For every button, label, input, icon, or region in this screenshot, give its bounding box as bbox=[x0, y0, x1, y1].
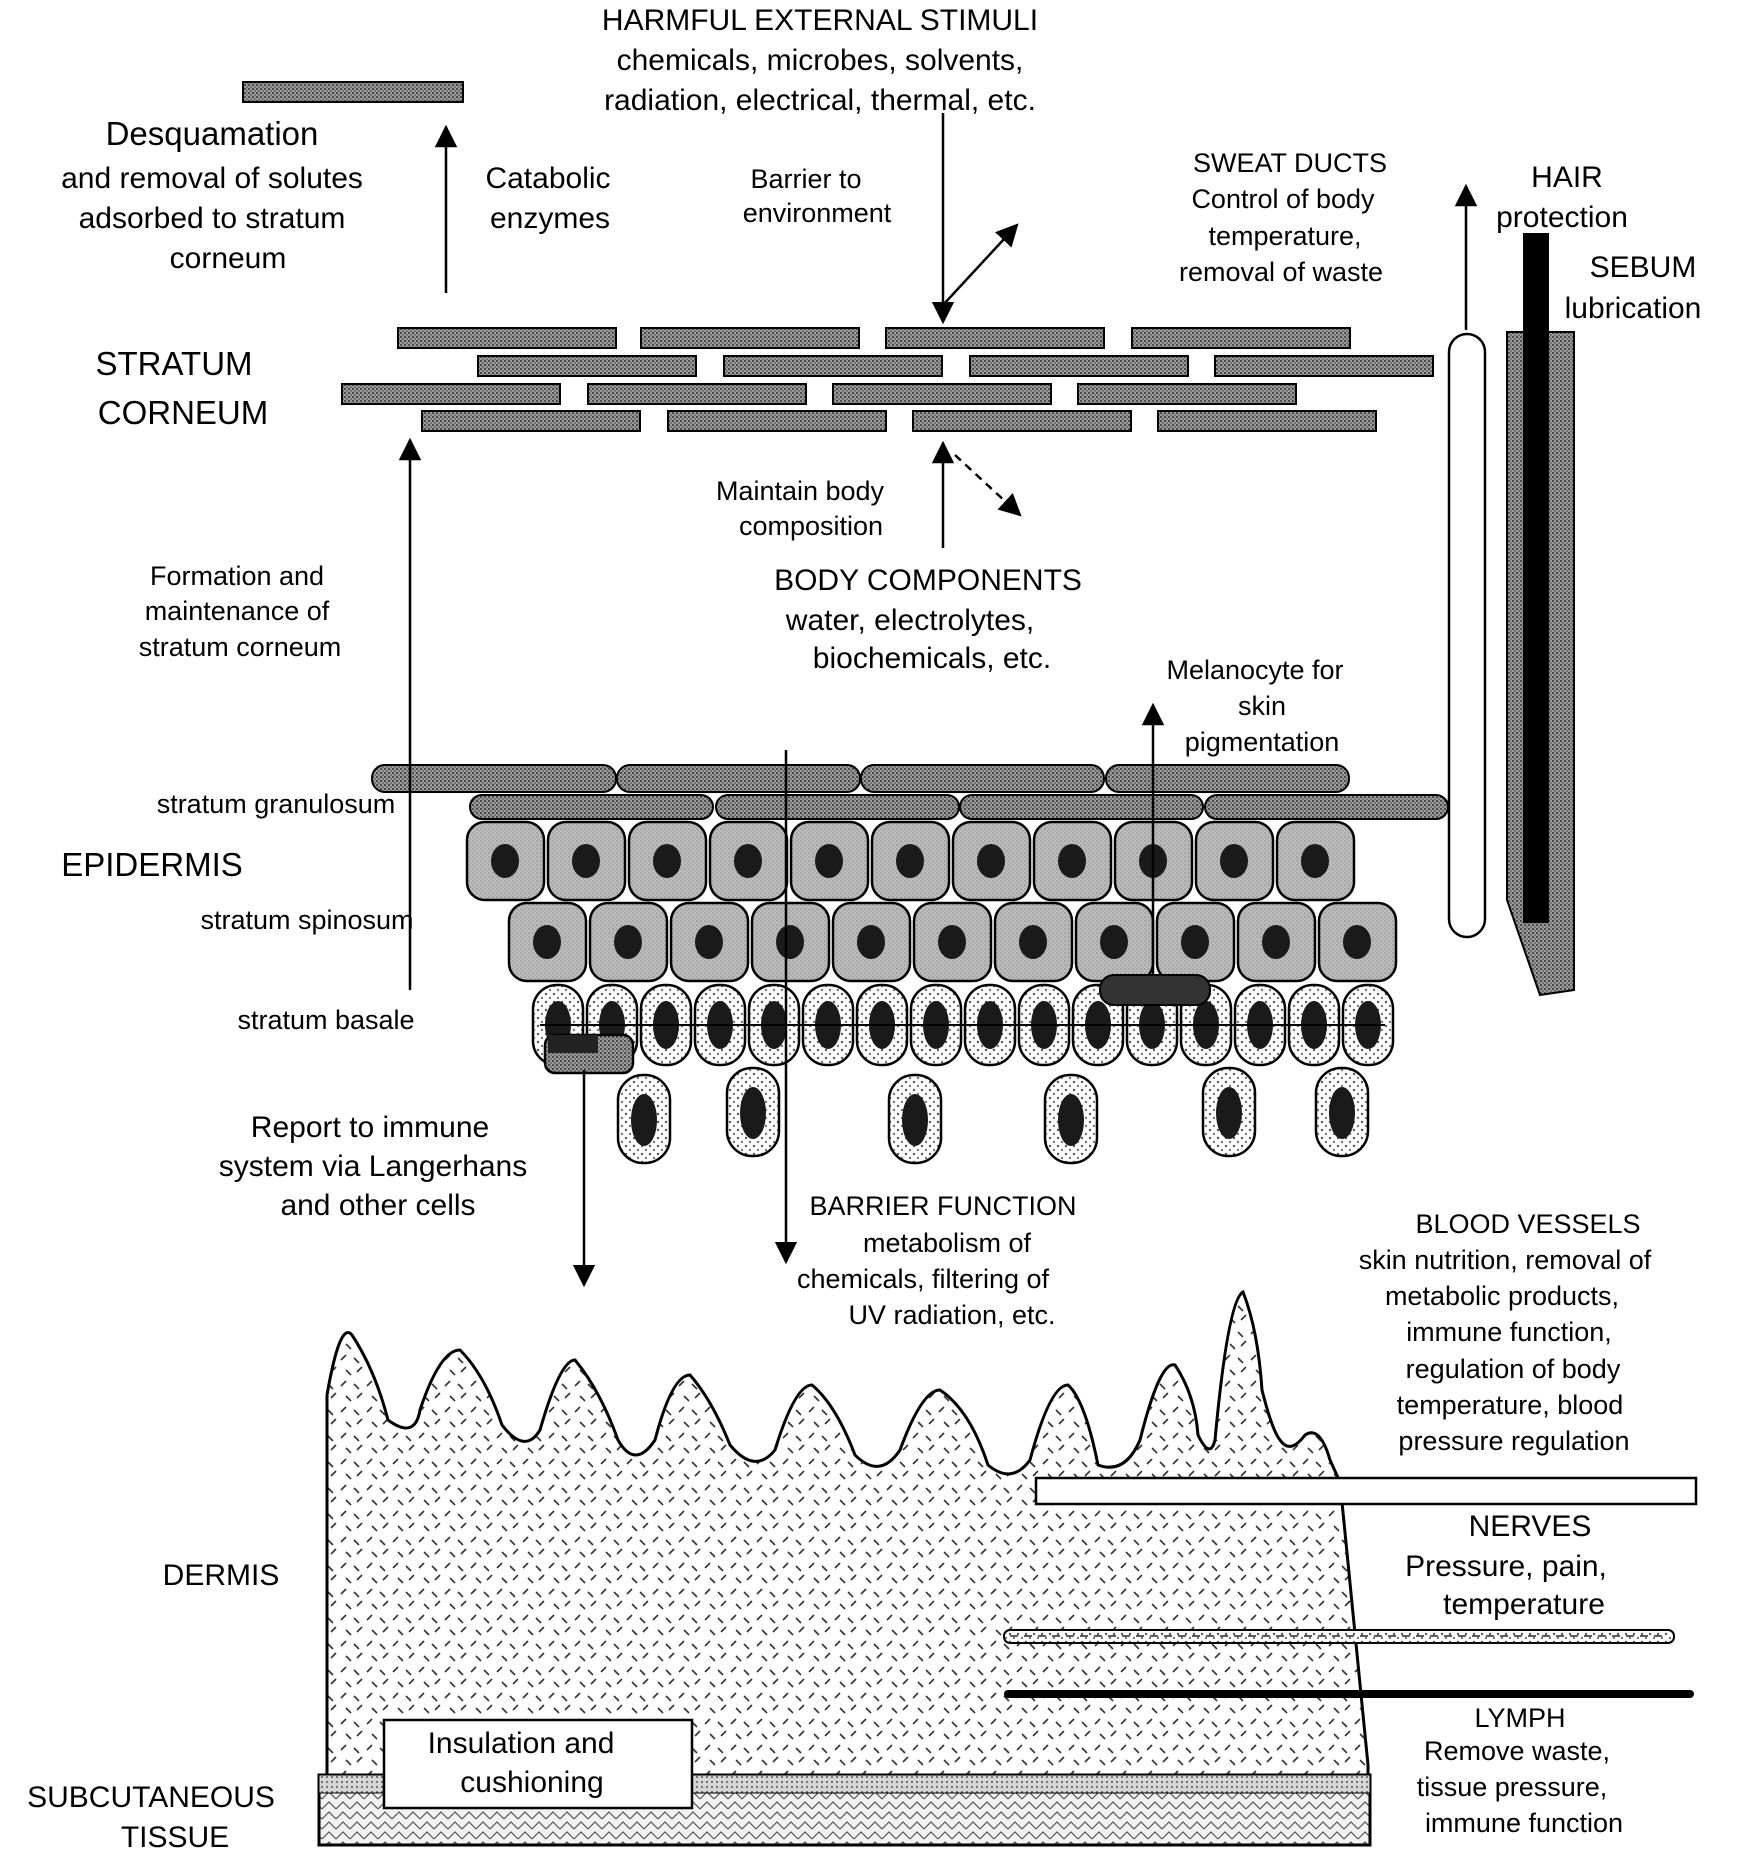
barrier-fn-line1: metabolism of bbox=[863, 1228, 1032, 1258]
hair-line1: protection bbox=[1496, 201, 1628, 234]
sebum-title: SEBUM bbox=[1590, 251, 1697, 284]
subcut-line1: SUBCUTANEOUS bbox=[27, 1781, 275, 1814]
report-line1: Report to immune bbox=[251, 1111, 489, 1144]
blood-line4: regulation of body bbox=[1406, 1354, 1621, 1384]
nerves-title: NERVES bbox=[1469, 1510, 1592, 1543]
report-line3: and other cells bbox=[280, 1189, 475, 1222]
barrier-fn-title: BARRIER FUNCTION bbox=[809, 1191, 1076, 1221]
harmful-title: HARMFUL EXTERNAL STIMULI bbox=[602, 4, 1038, 37]
arrow-barrier-reflect bbox=[942, 223, 1019, 306]
lymph-line1: Remove waste, bbox=[1424, 1736, 1610, 1766]
langerhans-cell bbox=[543, 1033, 635, 1075]
harmful-line1: chemicals, microbes, solvents, bbox=[617, 44, 1024, 77]
dermal-papilla-cells bbox=[616, 1066, 1370, 1165]
hair-title: HAIR bbox=[1531, 161, 1603, 194]
maintain-line2: composition bbox=[739, 511, 883, 541]
dermis-label: DERMIS bbox=[163, 1559, 280, 1592]
sweat-title: SWEAT DUCTS bbox=[1193, 148, 1387, 178]
nerves-line1: Pressure, pain, bbox=[1405, 1550, 1607, 1583]
lymph-line3: immune function bbox=[1425, 1808, 1623, 1838]
barrier-fn-line3: UV radiation, etc. bbox=[848, 1300, 1055, 1330]
report-line2: system via Langerhans bbox=[219, 1150, 528, 1183]
hair-follicle bbox=[1506, 233, 1575, 997]
catabolic-line1: Catabolic bbox=[485, 162, 610, 195]
maintain-line1: Maintain body bbox=[716, 476, 885, 506]
flow-arrows bbox=[398, 113, 1478, 1288]
melanocyte bbox=[1099, 974, 1211, 1006]
desq-line1: and removal of solutes bbox=[61, 162, 363, 195]
stratum-spinosum-row-1 bbox=[465, 820, 1356, 902]
melano-line1: Melanocyte for bbox=[1166, 655, 1343, 685]
blood-line2: metabolic products, bbox=[1385, 1281, 1619, 1311]
lymph-vessel bbox=[1004, 1690, 1694, 1698]
blood-line6: pressure regulation bbox=[1398, 1426, 1629, 1456]
harmful-line2: radiation, electrical, thermal, etc. bbox=[604, 84, 1036, 117]
blood-line3: immune function, bbox=[1406, 1317, 1612, 1347]
insulation-line1: Insulation and bbox=[428, 1727, 615, 1760]
stratum-basale-cells bbox=[531, 983, 1395, 1067]
spinosum-label: stratum spinosum bbox=[200, 905, 413, 935]
barrier-env-line1: Barrier to bbox=[750, 164, 861, 194]
sweat-line2: temperature, bbox=[1208, 221, 1361, 251]
blood-line5: temperature, blood bbox=[1397, 1390, 1624, 1420]
lymph-title: LYMPH bbox=[1474, 1703, 1565, 1733]
sweat-line1: Control of body bbox=[1191, 184, 1375, 214]
stratum-corneum-bricks bbox=[341, 327, 1434, 432]
blood-vessel bbox=[1034, 1476, 1698, 1506]
basale-label: stratum basale bbox=[237, 1005, 414, 1035]
lymph-line2: tissue pressure, bbox=[1417, 1772, 1608, 1802]
desquamation-title: Desquamation bbox=[106, 115, 319, 152]
epidermis-label: EPIDERMIS bbox=[61, 846, 243, 883]
sweat-duct bbox=[1447, 332, 1487, 939]
formation-line2: maintenance of bbox=[145, 596, 330, 626]
body-comp-line2: biochemicals, etc. bbox=[813, 642, 1051, 675]
barrier-fn-line2: chemicals, filtering of bbox=[797, 1264, 1050, 1294]
insulation-line2: cushioning bbox=[460, 1766, 603, 1799]
blood-title: BLOOD VESSELS bbox=[1415, 1209, 1640, 1239]
dermis-region bbox=[325, 1289, 1370, 1777]
desquamated-flake bbox=[242, 81, 464, 103]
formation-line3: stratum corneum bbox=[139, 632, 342, 662]
stratum-corneum-line2: CORNEUM bbox=[98, 394, 269, 431]
body-comp-title: BODY COMPONENTS bbox=[774, 564, 1082, 597]
melano-line2: skin bbox=[1238, 691, 1286, 721]
nerves-line2: temperature bbox=[1443, 1588, 1605, 1621]
desq-line3: corneum bbox=[170, 242, 287, 275]
insulation-box bbox=[382, 1718, 694, 1810]
barrier-env-line2: environment bbox=[743, 198, 892, 228]
formation-line1: Formation and bbox=[150, 561, 324, 591]
sweat-line3: removal of waste bbox=[1179, 257, 1383, 287]
labels: HARMFUL EXTERNAL STIMULI chemicals, micr… bbox=[27, 4, 1701, 1854]
nerve bbox=[1003, 1629, 1675, 1644]
body-comp-line1: water, electrolytes, bbox=[785, 604, 1034, 637]
sebum-line1: lubrication bbox=[1565, 292, 1702, 325]
stratum-granulosum-cells bbox=[371, 764, 1449, 820]
catabolic-line2: enzymes bbox=[490, 202, 610, 235]
granulosum-label: stratum granulosum bbox=[157, 789, 396, 819]
arrow-body-loss bbox=[954, 454, 1022, 517]
stratum-spinosum-row-2 bbox=[507, 901, 1398, 983]
melano-line3: pigmentation bbox=[1185, 727, 1340, 757]
blood-line1: skin nutrition, removal of bbox=[1359, 1245, 1652, 1275]
subcut-line2: TISSUE bbox=[121, 1821, 229, 1854]
stratum-corneum-line1: STRATUM bbox=[95, 345, 252, 382]
desq-line2: adsorbed to stratum bbox=[79, 202, 346, 235]
